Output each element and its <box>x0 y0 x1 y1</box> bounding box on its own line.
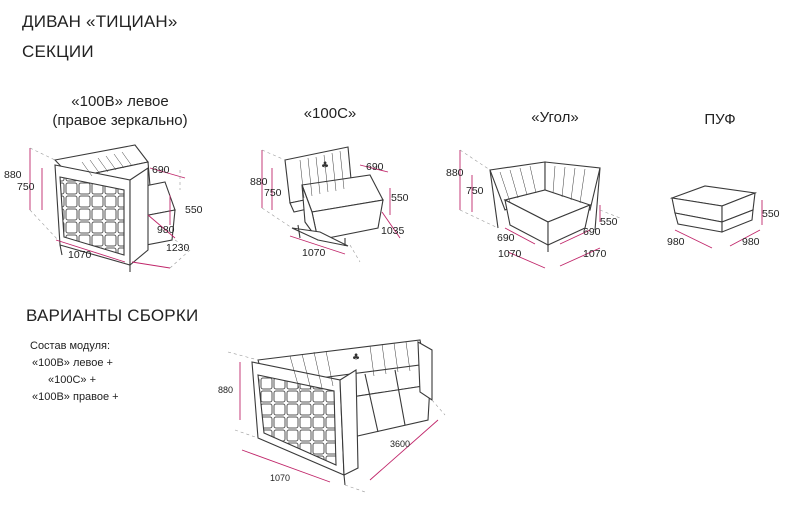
module-corner-depth-right: 690 <box>583 226 601 238</box>
module-100b-height-total: 880 <box>4 169 22 181</box>
module-corner-seat-height: 550 <box>600 216 618 228</box>
module-100c-sofa <box>284 146 384 247</box>
module-100c-height-total: 880 <box>250 176 268 188</box>
module-corner-dimension-lines <box>459 150 601 269</box>
assembly-drawing: ♣ 880 3600 1070 <box>218 339 446 493</box>
module-100b-label: «100B» левое (правое зеркально) <box>40 92 200 130</box>
assembly-back-lines <box>289 341 411 393</box>
module-100b-dimension-lines <box>29 148 186 269</box>
module-pouf-drawing: 550 980 980 <box>667 185 780 249</box>
assembly-caption-item-2: «100C» + <box>48 374 97 386</box>
module-100b-depth-seat: 690 <box>152 164 170 176</box>
module-100b-seat-height: 550 <box>185 204 203 216</box>
module-100c-height-back: 750 <box>264 187 282 199</box>
assembly-dimension-lines <box>239 362 439 483</box>
module-100b-note: (правое зеркально) <box>52 112 188 129</box>
module-pouf-height: 550 <box>762 208 780 220</box>
module-100c-depth: 1035 <box>381 225 405 237</box>
module-100c-dimension-lines <box>261 150 401 255</box>
module-corner-label: «Угол» <box>531 109 579 126</box>
module-100b-leader-lines <box>29 147 191 269</box>
module-100b-height-back: 750 <box>17 181 35 193</box>
module-100c-label: «100C» <box>303 105 357 122</box>
module-100c-seat-height: 550 <box>391 192 409 204</box>
assembly-caption-item-1: «100B» левое + <box>32 357 113 369</box>
assembly-leader-lines <box>227 351 446 493</box>
module-corner-back-lines <box>499 165 586 204</box>
module-100c-logo: ♣ <box>321 161 329 171</box>
module-100b-width: 1070 <box>68 249 92 261</box>
module-100c-width: 1070 <box>302 247 326 259</box>
page-title: ДИВАН «ТИЦИАН» <box>22 12 178 31</box>
module-pouf-depth: 980 <box>742 236 760 248</box>
module-corner-drawing: 880 750 550 690 690 1070 1070 <box>446 149 621 269</box>
assembly-height: 880 <box>218 385 233 395</box>
module-corner-leader-lines <box>459 149 621 229</box>
module-pouf-shape <box>669 185 758 233</box>
module-pouf-width: 980 <box>667 236 685 248</box>
module-pouf-label: ПУФ <box>704 111 736 128</box>
module-corner-height-total: 880 <box>446 167 464 179</box>
module-100c-leader-lines <box>261 149 361 263</box>
module-100c-depth-seat: 690 <box>366 161 384 173</box>
assembly-width: 1070 <box>270 473 290 483</box>
module-pouf-dimension-lines <box>674 200 763 249</box>
module-100b-name: «100B» левое <box>71 93 169 110</box>
module-100b-sofa <box>53 144 176 272</box>
module-corner-height-back: 750 <box>466 185 484 197</box>
module-corner-width-right: 1070 <box>583 248 607 260</box>
assembly-caption-item-3: «100B» правое + <box>32 391 119 403</box>
assembly-sofa <box>251 339 433 486</box>
module-100b-depth: 980 <box>157 224 175 236</box>
module-100c-drawing: ♣ 880 750 690 550 1035 1070 <box>250 146 409 263</box>
assembly-caption-title: Состав модуля: <box>30 340 111 352</box>
module-100b-drawing: 880 750 690 550 980 1230 1070 <box>4 144 203 272</box>
module-100b-back-lines <box>81 151 133 177</box>
assembly-logo: ♣ <box>352 353 360 363</box>
variants-title: ВАРИАНТЫ СБОРКИ <box>26 306 199 325</box>
assembly-caption: Состав модуля: «100B» левое + «100C» + «… <box>30 338 119 406</box>
assembly-length: 3600 <box>390 439 410 449</box>
module-100c-back-lines <box>299 150 345 199</box>
module-100b-length: 1230 <box>166 242 190 254</box>
module-corner-width-left: 1070 <box>498 248 522 260</box>
module-corner-depth-left: 690 <box>497 232 515 244</box>
sections-title: СЕКЦИИ <box>22 42 94 61</box>
